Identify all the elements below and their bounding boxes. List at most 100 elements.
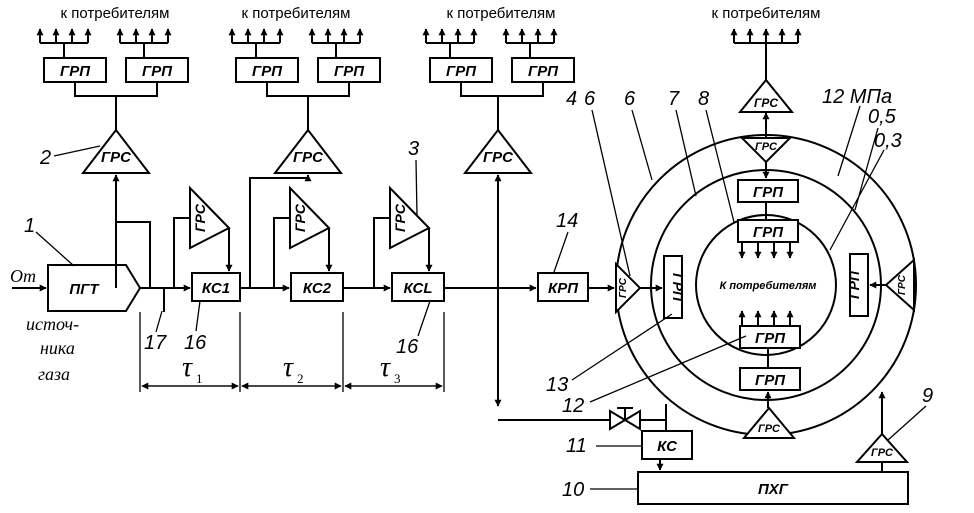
ks2-label: КС2 xyxy=(303,280,332,297)
grs-triangle xyxy=(737,78,795,113)
grp-label: ГРП xyxy=(753,184,784,201)
source-from: От xyxy=(10,266,36,286)
grp-label: ГРП xyxy=(252,63,283,80)
grp-box xyxy=(43,57,107,83)
consumer-group-2: к потребителям ГРП ГРП ГРС xyxy=(228,5,381,174)
source-line2: ника xyxy=(40,338,75,358)
grs-triangle xyxy=(741,406,797,439)
grp-label: ГРП xyxy=(334,63,365,80)
callout-10: 10 xyxy=(562,479,584,501)
pressure-middle: 0,5 xyxy=(868,106,897,128)
callout-16a: 16 xyxy=(184,332,207,354)
grp-box-rotated xyxy=(849,253,869,317)
callout-14: 14 xyxy=(556,210,578,232)
grs-label: ГРС xyxy=(483,149,514,166)
consumers-label: к потребителям xyxy=(712,5,821,22)
tau-3: τ xyxy=(380,352,391,383)
grs-label: ГРС xyxy=(192,203,208,232)
grp-label: ГРП xyxy=(846,270,862,299)
source-line3: газа xyxy=(38,364,70,384)
grs-label: ГРС xyxy=(293,149,324,166)
grs-label: ГРС xyxy=(897,274,908,295)
grp-label: ГРП xyxy=(528,63,559,80)
grs-label: ГРС xyxy=(754,96,778,110)
grs-label: ГРС xyxy=(871,447,894,459)
callouts: 1 2 3 4 6 6 7 8 9 10 11 12 13 14 16 16 1… xyxy=(24,88,933,501)
grp-label: ГРП xyxy=(60,63,91,80)
grp-label: ГРП xyxy=(142,63,173,80)
callout-2: 2 xyxy=(39,147,51,169)
grs-label: ГРС xyxy=(292,203,308,232)
grs-triangle xyxy=(389,185,431,250)
center-consumers-label: К потребителям xyxy=(720,280,817,292)
phg-box xyxy=(637,471,909,505)
ks1-label: КС1 xyxy=(202,280,230,297)
valve xyxy=(609,409,627,431)
grs-triangle xyxy=(854,432,910,463)
callout-4: 4 xyxy=(566,88,577,110)
consumer-group-1: к потребителям ГРП ГРП ГРС xyxy=(36,5,189,174)
grs-label: ГРС xyxy=(392,203,408,232)
tau-2: τ xyxy=(283,352,294,383)
tau-2-sub: 2 xyxy=(297,371,304,386)
pgt-label: ПГТ xyxy=(69,281,100,298)
ks-box xyxy=(641,430,693,460)
ring-network: К потребителям ГРС ГРП ГРС ГРП ГРП ГРП Г… xyxy=(615,134,917,439)
grp-label: ГРП xyxy=(446,63,477,80)
grp-box-rotated xyxy=(663,255,683,319)
consumers-label: к потребителям xyxy=(447,5,556,22)
callout-7: 7 xyxy=(668,88,680,110)
grp-box xyxy=(739,367,801,391)
time-intervals: τ 1 τ 2 τ 3 xyxy=(139,312,445,392)
callout-9: 9 xyxy=(922,385,933,407)
consumers-label: к потребителям xyxy=(61,5,170,22)
krp-label: КРП xyxy=(548,280,579,297)
tau-1-sub: 1 xyxy=(196,371,203,386)
ks-label: КС xyxy=(657,438,678,455)
callout-6b: 6 xyxy=(624,88,636,110)
main-pipeline: ГРС КС1 ГРС КС2 ГРС КСL КРП xyxy=(112,174,615,407)
grp-box xyxy=(737,219,799,243)
grs-label: ГРС xyxy=(618,277,629,298)
storage-branch: КС ПХГ ГРС xyxy=(498,391,910,505)
grp-label: ГРП xyxy=(753,224,784,241)
grs-label: ГРС xyxy=(101,149,132,166)
source-line1: источ- xyxy=(26,314,79,334)
grp-box xyxy=(737,179,799,203)
tau-1: τ xyxy=(182,352,193,383)
ks1-box xyxy=(191,272,241,302)
callout-8: 8 xyxy=(698,88,709,110)
grs-triangle xyxy=(80,128,152,174)
consumer-group-4: к потребителям ГРС ГРС xyxy=(712,5,821,164)
callout-13: 13 xyxy=(546,374,568,396)
pressure-labels: 12 МПа 0,5 0,3 xyxy=(822,86,902,251)
tau-3-sub: 3 xyxy=(394,371,401,386)
grp-box xyxy=(125,57,189,83)
ksl-label: КСL xyxy=(403,280,432,297)
grs-triangle xyxy=(189,185,231,250)
callout-17: 17 xyxy=(144,332,167,354)
pressure-outer: 12 МПа xyxy=(822,86,892,108)
valve xyxy=(623,409,641,431)
grs-label: ГРС xyxy=(755,141,778,153)
grp-label: ГРП xyxy=(755,330,786,347)
callout-1: 1 xyxy=(24,215,35,237)
grs-triangle xyxy=(615,261,642,315)
phg-label: ПХГ xyxy=(758,481,789,498)
callout-3: 3 xyxy=(408,138,419,160)
consumer-group-3: к потребителям ГРП ГРП ГРС xyxy=(422,5,575,174)
source-node: От ПГТ источ- ника газа xyxy=(10,264,142,384)
grp-box xyxy=(739,325,801,349)
grs-triangle xyxy=(289,185,331,250)
grs-triangle xyxy=(739,137,793,164)
grs-triangle xyxy=(884,257,915,313)
grs-label: ГРС xyxy=(758,423,781,435)
callout-11: 11 xyxy=(566,435,587,457)
grs-triangle xyxy=(272,128,344,174)
callout-16b: 16 xyxy=(396,336,419,358)
callout-12: 12 xyxy=(562,395,584,417)
pressure-inner: 0,3 xyxy=(874,130,902,152)
callout-6a: 6 xyxy=(584,88,596,110)
